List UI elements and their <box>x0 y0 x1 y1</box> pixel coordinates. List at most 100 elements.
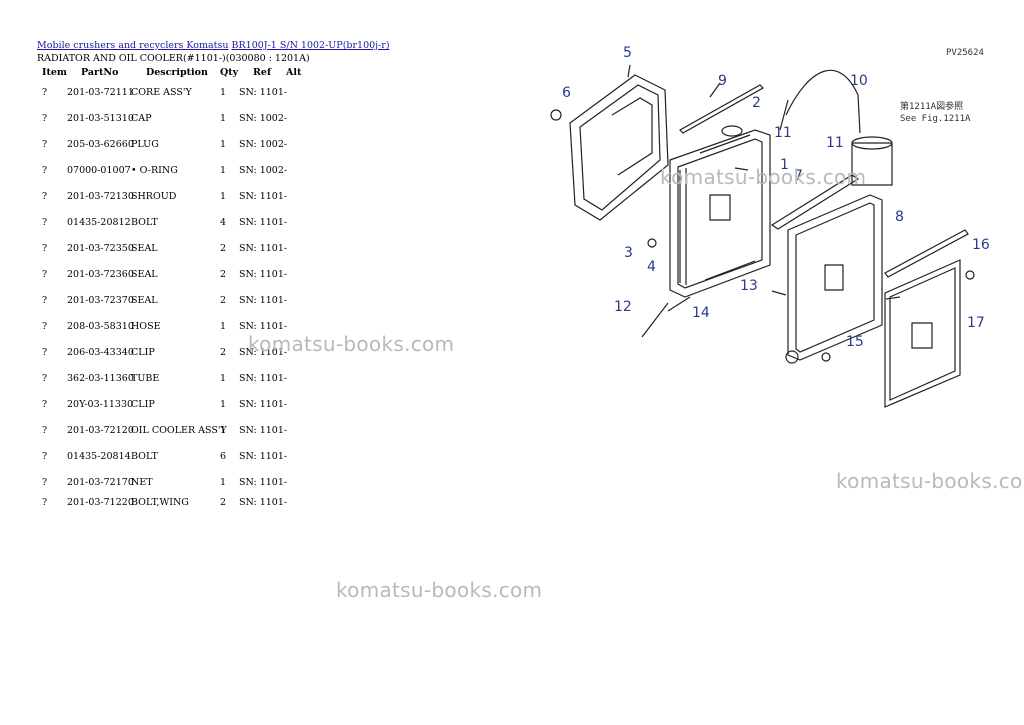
qty-cell: 1 <box>220 425 227 436</box>
qty-cell: 4 <box>220 217 227 228</box>
callout-label: 2 <box>752 95 761 111</box>
item-cell: ? <box>42 451 48 462</box>
partno-cell: 201-03-72111 <box>67 87 134 98</box>
item-cell: ? <box>42 399 48 410</box>
callout-label: 10 <box>850 73 868 89</box>
item-cell: ? <box>42 139 48 150</box>
partno-cell: 201-03-51310 <box>67 113 134 124</box>
ref-cell: SN: 1101- <box>239 191 288 202</box>
description-cell: PLUG <box>131 139 159 150</box>
qty-cell: 6 <box>220 451 227 462</box>
column-header-description: Description <box>146 67 208 78</box>
qty-cell: 2 <box>220 295 227 306</box>
partno-cell: 07000-01007 <box>67 165 131 176</box>
column-header-partno: PartNo <box>81 67 119 78</box>
description-cell: CLIP <box>131 347 155 358</box>
partno-cell: 201-03-71220 <box>67 497 134 508</box>
qty-cell: 2 <box>220 243 227 254</box>
qty-cell: 2 <box>220 269 227 280</box>
description-cell: HOSE <box>131 321 161 332</box>
qty-cell: 1 <box>220 191 227 202</box>
description-cell: BOLT <box>131 451 158 462</box>
partno-cell: 01435-20812 <box>67 217 131 228</box>
partno-cell: 201-03-72370 <box>67 295 134 306</box>
watermark: komatsu-books.com <box>336 578 543 602</box>
callout-label: 1 <box>780 157 789 173</box>
ref-cell: SN: 1101- <box>239 217 288 228</box>
item-cell: ? <box>42 87 48 98</box>
exploded-parts-diagram: 5 6 9 2 10 11 11 1 7 8 16 3 4 13 12 14 1… <box>550 45 990 408</box>
ref-cell: SN: 1002- <box>239 139 288 150</box>
qty-cell: 1 <box>220 113 227 124</box>
ref-cell: SN: 1101- <box>239 295 288 306</box>
ref-cell: SN: 1002- <box>239 165 288 176</box>
partno-cell: 208-03-58310 <box>67 321 134 332</box>
ref-cell: SN: 1101- <box>239 243 288 254</box>
description-cell: CAP <box>131 113 152 124</box>
item-cell: ? <box>42 243 48 254</box>
ref-cell: SN: 1101- <box>239 321 288 332</box>
ref-cell: SN: 1101- <box>239 373 288 384</box>
partno-cell: 205-03-62660 <box>67 139 134 150</box>
qty-cell: 1 <box>220 321 227 332</box>
column-header-qty: Qty <box>220 67 239 78</box>
partno-cell: 201-03-72350 <box>67 243 134 254</box>
callout-label: 8 <box>895 209 904 225</box>
callout-label: 5 <box>623 45 632 61</box>
ref-cell: SN: 1101- <box>239 477 288 488</box>
column-header-item: Item <box>42 67 67 78</box>
watermark: komatsu-books.com <box>660 165 867 189</box>
figure-reference-note: See Fig.1211A <box>900 114 971 124</box>
item-cell: ? <box>42 477 48 488</box>
qty-cell: 2 <box>220 347 227 358</box>
qty-cell: 1 <box>220 399 227 410</box>
breadcrumb-link-model[interactable]: BR100J-1 S/N 1002-UP(br100j-r) <box>231 40 390 51</box>
breadcrumb: Mobile crushers and recyclers Komatsu BR… <box>37 40 390 51</box>
callout-label: 12 <box>614 299 632 315</box>
column-header-ref: Ref <box>253 67 272 78</box>
callout-label: 14 <box>692 305 710 321</box>
qty-cell: 1 <box>220 87 227 98</box>
watermark: komatsu-books.com <box>248 332 455 356</box>
ref-cell: SN: 1101- <box>239 87 288 98</box>
qty-cell: 1 <box>220 477 227 488</box>
ref-cell: SN: 1101- <box>239 399 288 410</box>
qty-cell: 1 <box>220 139 227 150</box>
description-cell: TUBE <box>131 373 160 384</box>
item-cell: ? <box>42 295 48 306</box>
callout-label: 4 <box>647 259 656 275</box>
partno-cell: 362-03-11360 <box>67 373 134 384</box>
ref-cell: SN: 1101- <box>239 347 288 358</box>
item-cell: ? <box>42 425 48 436</box>
partno-cell: 201-03-72120 <box>67 425 134 436</box>
callout-label: 16 <box>972 237 990 253</box>
ref-cell: SN: 1101- <box>239 497 288 508</box>
breadcrumb-link-category[interactable]: Mobile crushers and recyclers Komatsu <box>37 40 229 51</box>
qty-cell: 2 <box>220 497 227 508</box>
ref-cell: SN: 1101- <box>239 451 288 462</box>
partno-cell: 201-03-72130 <box>67 191 134 202</box>
callout-label: 7 <box>794 168 803 184</box>
callout-label: 15 <box>846 334 864 350</box>
figure-code: PV25624 <box>946 48 984 58</box>
partno-cell: 20Y-03-11330 <box>67 399 134 410</box>
callout-label: 17 <box>967 315 985 331</box>
description-cell: CLIP <box>131 399 155 410</box>
description-cell: SHROUD <box>131 191 177 202</box>
item-cell: ? <box>42 165 48 176</box>
partno-cell: 201-03-72360 <box>67 269 134 280</box>
item-cell: ? <box>42 191 48 202</box>
partno-cell: 206-03-43340 <box>67 347 134 358</box>
description-cell: • O-RING <box>131 165 178 176</box>
description-cell: SEAL <box>131 269 158 280</box>
qty-cell: 1 <box>220 165 227 176</box>
description-cell: BOLT,WING <box>131 497 189 508</box>
item-cell: ? <box>42 321 48 332</box>
description-cell: BOLT <box>131 217 158 228</box>
ref-cell: SN: 1002- <box>239 113 288 124</box>
partno-cell: 01435-20814 <box>67 451 131 462</box>
description-cell: SEAL <box>131 243 158 254</box>
qty-cell: 1 <box>220 373 227 384</box>
description-cell: NET <box>131 477 153 488</box>
callout-label: 11 <box>826 135 844 151</box>
